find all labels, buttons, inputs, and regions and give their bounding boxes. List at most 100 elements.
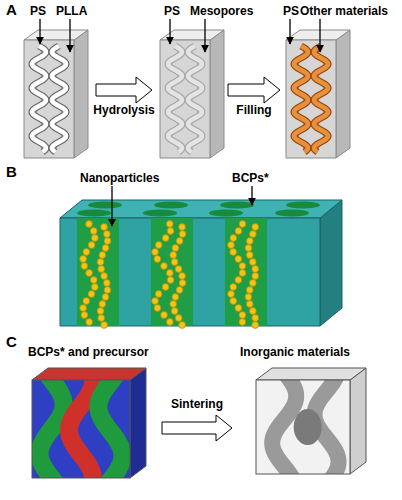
nanoparticle <box>246 252 253 259</box>
precursor-cube <box>32 368 146 488</box>
nanoparticle <box>246 287 253 294</box>
nanoparticle <box>166 221 173 228</box>
cylinder-end <box>77 209 111 216</box>
nanoparticle <box>249 280 256 287</box>
nanoparticle <box>170 252 177 259</box>
block-front <box>24 40 74 158</box>
bcp-block <box>60 200 342 328</box>
helix <box>32 46 46 152</box>
nanoparticle <box>155 242 162 249</box>
leader-arrow <box>39 19 40 44</box>
nanoparticle <box>235 305 242 312</box>
nanoparticle <box>162 235 169 242</box>
nanoparticle <box>252 315 259 322</box>
leader-arrow <box>169 19 170 44</box>
nanoparticle <box>99 252 106 259</box>
nanoparticle <box>179 224 186 231</box>
cylinder-end <box>286 201 320 208</box>
nanoparticle <box>246 238 253 245</box>
process-label: Sintering <box>171 398 223 411</box>
nanoparticle <box>101 273 108 280</box>
helix <box>314 46 328 152</box>
cylinder-end <box>143 209 177 216</box>
block-front <box>160 40 210 158</box>
nanoparticle <box>152 249 159 256</box>
nanoparticle <box>81 312 88 319</box>
nanoparticle <box>239 270 246 277</box>
nanoparticle <box>90 228 97 235</box>
block-side <box>320 200 342 326</box>
helix <box>52 46 66 152</box>
nanoparticle <box>246 301 253 308</box>
nanoparticle <box>167 228 174 235</box>
nanoparticle <box>99 301 106 308</box>
cube-top <box>256 368 366 380</box>
polymer-block <box>24 30 88 158</box>
nanoparticle <box>239 263 246 270</box>
nanoparticle <box>83 249 90 256</box>
nanoparticle <box>175 266 182 273</box>
process-arrow <box>162 415 232 441</box>
material-label: Inorganic materials <box>240 346 350 359</box>
material-label: BCPs* <box>232 172 269 185</box>
leader-arrow <box>289 19 290 44</box>
nanoparticle <box>171 308 178 315</box>
helix <box>188 46 202 152</box>
nanoparticle <box>252 273 259 280</box>
helix <box>52 46 66 152</box>
nanoparticle <box>230 284 237 291</box>
nanoparticle <box>252 322 259 329</box>
block-top <box>286 30 350 40</box>
nanoparticle <box>172 245 179 252</box>
cube-edge <box>32 380 130 478</box>
material-label: Mesopores <box>190 5 253 18</box>
nanoparticle <box>239 312 246 319</box>
pore <box>294 409 322 445</box>
nanoparticle <box>86 319 93 326</box>
block-top <box>60 200 342 218</box>
nanoparticle <box>101 224 108 231</box>
panel-letter: B <box>6 164 17 181</box>
nanoparticle <box>88 242 95 249</box>
nanoparticle <box>88 291 95 298</box>
nanoparticle <box>103 231 110 238</box>
cube-side <box>350 368 366 474</box>
gyroid-band <box>98 380 122 478</box>
material-label: PS <box>164 5 180 18</box>
nanoparticle <box>162 284 169 291</box>
nanoparticle <box>252 266 259 273</box>
leader-arrow <box>111 186 112 226</box>
nanoparticle <box>97 259 104 266</box>
nanoparticle <box>239 319 246 326</box>
nanoparticle <box>249 259 256 266</box>
nanoparticle <box>179 273 186 280</box>
nanoparticle <box>166 319 173 326</box>
nanoparticle <box>170 301 177 308</box>
helix <box>314 46 328 152</box>
nanoparticle <box>167 277 174 284</box>
helix <box>168 46 182 152</box>
nanoparticle <box>179 280 186 287</box>
nanoparticle <box>172 294 179 301</box>
process-label: Filling <box>236 104 271 117</box>
block-front <box>286 40 336 158</box>
nanoparticle <box>154 256 161 263</box>
process-arrow <box>96 77 152 103</box>
nanoparticle <box>249 308 256 315</box>
helix <box>294 46 308 152</box>
nanoparticle <box>154 305 161 312</box>
nanoparticle <box>80 256 87 263</box>
cube-side <box>130 368 146 478</box>
nanoparticle <box>80 305 87 312</box>
cylinder-end <box>88 201 122 208</box>
nanoparticle <box>230 249 237 256</box>
leader-arrow <box>204 19 205 52</box>
panel-letter: C <box>6 334 17 351</box>
nanoparticle <box>239 221 246 228</box>
gyroid-band <box>272 380 296 474</box>
block-side <box>210 30 224 158</box>
helix <box>294 46 308 152</box>
nanoparticle <box>161 312 168 319</box>
